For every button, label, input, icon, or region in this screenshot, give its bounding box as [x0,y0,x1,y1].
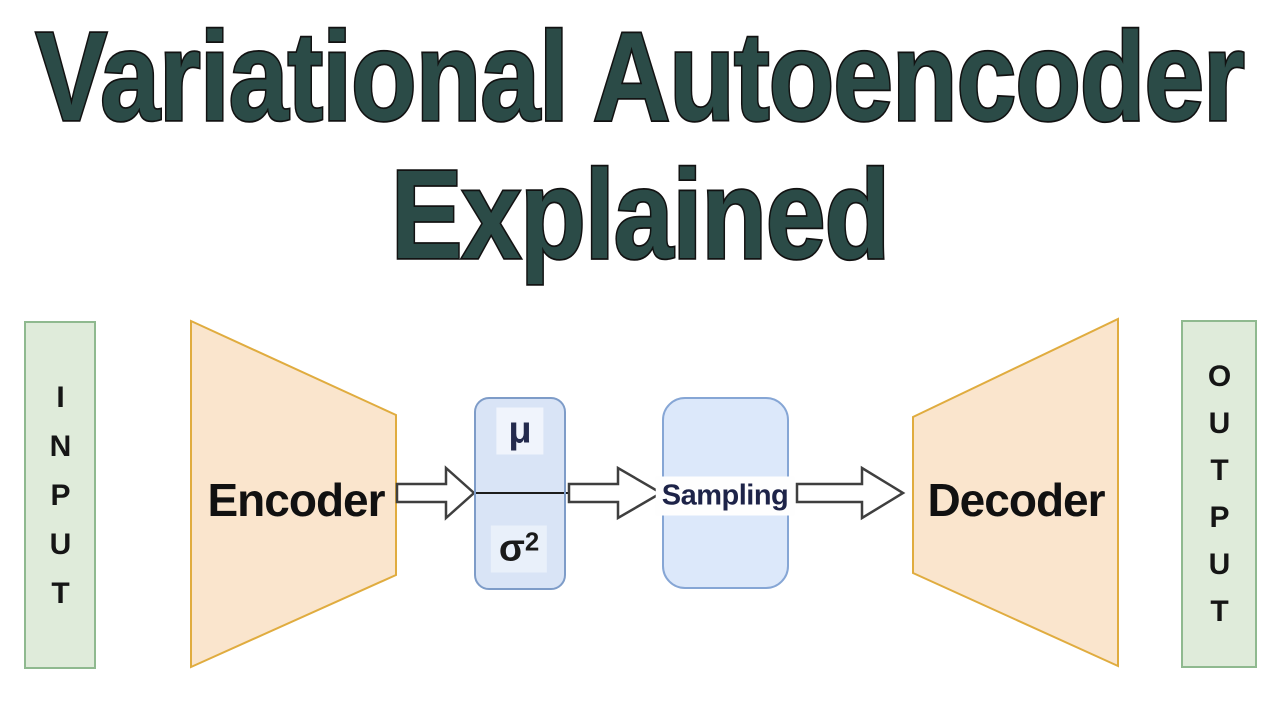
encoder-label: Encoder [207,474,385,526]
input-rect [24,321,96,669]
mu-label: μ [496,407,544,455]
decoder-trapezoid [912,317,1119,668]
encoder-trapezoid [190,319,397,669]
sigma-base: σ [498,527,525,570]
page-title: Variational Autoencoder Explained [0,6,1280,286]
input-label: INPUT [44,380,77,626]
sigma-squared-label: σ2 [490,525,548,573]
arrow-sampling-to-decoder [795,465,906,521]
sigma-exponent: 2 [524,528,540,557]
output-label: OUTPUT [1203,360,1236,642]
arrow-encoder-to-latent [395,465,476,521]
page-title-line-1: Variational Autoencoder [34,6,1246,148]
output-rect [1181,320,1257,668]
input-column: INPUT [25,322,95,668]
output-column: OUTPUT [1182,321,1256,667]
arrow-latent-to-sampling [567,465,664,521]
page-title-line-2: Explained [389,144,891,286]
sampling-label: Sampling [655,476,795,516]
decoder-label: Decoder [927,474,1105,526]
